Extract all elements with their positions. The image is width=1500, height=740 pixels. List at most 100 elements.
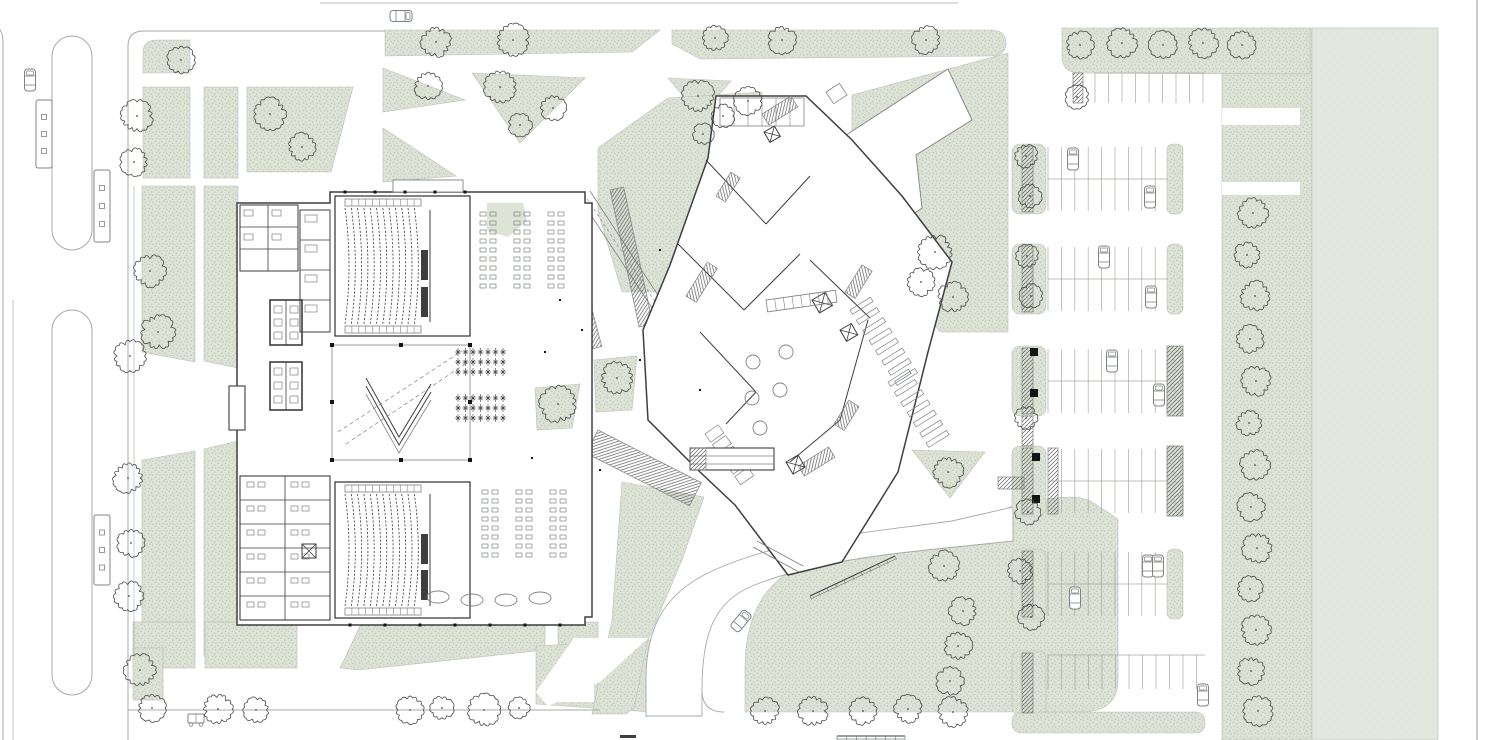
parking-row-top	[1094, 72, 1205, 103]
stair-core	[301, 543, 317, 559]
tree	[1239, 279, 1271, 312]
green-wedge	[382, 127, 457, 183]
tree	[540, 95, 567, 122]
green-block	[246, 86, 354, 173]
tree	[133, 254, 167, 289]
interior-wall	[705, 159, 767, 225]
tree	[948, 596, 977, 627]
street-median	[51, 309, 93, 696]
tree	[691, 122, 715, 145]
stage-bar	[421, 570, 428, 600]
tree	[1237, 197, 1270, 229]
tree	[112, 580, 145, 613]
plaza-bench	[809, 555, 898, 600]
study-desks	[481, 489, 499, 558]
bridge-stair	[689, 447, 707, 471]
scale-bar	[836, 735, 906, 740]
tree	[1242, 695, 1274, 727]
tree	[242, 696, 269, 723]
street-median	[51, 35, 93, 251]
tree	[1240, 614, 1272, 646]
parking-green-band-south	[1011, 711, 1206, 734]
green-triangle	[911, 449, 986, 499]
car-street	[24, 68, 36, 92]
seat-row-strip	[344, 607, 422, 616]
green-block	[203, 86, 239, 179]
tree	[419, 26, 452, 58]
tree	[1187, 27, 1219, 60]
parking-row	[1047, 552, 1168, 616]
green-bottom-corner	[132, 647, 164, 701]
courtyard-diagonal	[345, 361, 469, 445]
tree	[1018, 283, 1043, 309]
car-parked	[1106, 349, 1118, 373]
interior-garden-patch	[487, 203, 527, 237]
tree-canopies	[112, 22, 1274, 728]
tree	[1236, 492, 1266, 523]
tree	[467, 692, 502, 727]
tree	[1226, 30, 1257, 60]
rooms-northwest	[239, 204, 299, 272]
entry-canopy-south	[752, 546, 800, 573]
elevator-core	[785, 454, 806, 475]
parking-island	[1166, 548, 1184, 620]
tree	[483, 70, 517, 104]
bus	[35, 99, 53, 169]
interior-wall	[765, 175, 811, 225]
tree	[1241, 533, 1273, 564]
tree	[140, 314, 177, 350]
stair	[844, 264, 873, 299]
tree	[733, 85, 763, 117]
interior-wall	[839, 319, 869, 421]
planting-grid	[455, 348, 506, 376]
green-bottom-band	[204, 621, 298, 669]
study-desks	[513, 211, 531, 289]
green-tree-strip-east	[1221, 27, 1313, 740]
12	[344, 207, 419, 325]
round-table	[745, 354, 761, 370]
lawn-far-east	[1311, 27, 1439, 740]
stair	[715, 171, 741, 203]
tree	[1239, 449, 1271, 481]
tree	[429, 696, 455, 720]
tree	[1147, 29, 1178, 60]
tree	[508, 112, 533, 138]
tree	[1237, 657, 1266, 686]
scale-mark	[620, 735, 636, 738]
tree	[935, 666, 965, 696]
round-table	[772, 382, 788, 398]
plaza-markers	[531, 249, 701, 471]
tree	[507, 696, 531, 720]
car-top	[389, 10, 413, 22]
oval-table	[494, 593, 518, 607]
round-table	[744, 390, 760, 406]
elevator-core	[839, 322, 859, 342]
tree	[937, 280, 969, 312]
car-parked	[1098, 245, 1110, 269]
furniture	[304, 214, 318, 313]
stage-bar	[421, 534, 428, 564]
tree	[1016, 603, 1045, 631]
hatched-walk	[997, 476, 1025, 490]
interior-wall	[699, 331, 757, 393]
round-table	[778, 344, 794, 360]
study-desks	[549, 489, 567, 558]
green-parking-top-band	[1061, 27, 1311, 75]
green-corner-topleft	[142, 39, 191, 74]
car-road	[1197, 683, 1209, 707]
tree	[1014, 498, 1042, 526]
stage-bar	[421, 250, 428, 280]
tree	[932, 457, 965, 489]
courtyard-columns	[330, 343, 472, 462]
existing-building-core	[825, 82, 848, 105]
tree	[601, 361, 634, 395]
tree	[496, 22, 530, 57]
road-corner-arc	[701, 689, 725, 713]
car-parked	[1145, 285, 1157, 309]
tree	[911, 25, 940, 56]
car-parked	[1067, 147, 1079, 171]
green-strip-west-upper	[141, 185, 196, 363]
stair	[833, 399, 860, 431]
tree	[413, 71, 443, 101]
courtyard-ramp-v	[365, 393, 432, 454]
